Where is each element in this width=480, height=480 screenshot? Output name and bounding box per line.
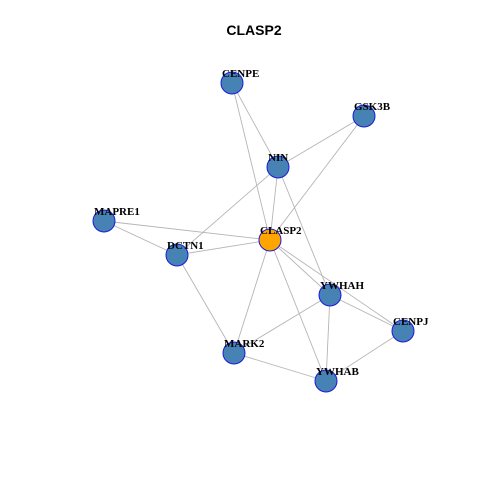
edge-dctn1-mark2	[176, 254, 235, 354]
edge-nin-ywhah	[277, 166, 331, 296]
edge-mapre1-dctn1	[103, 220, 178, 256]
edge-mapre1-clasp2	[103, 220, 271, 241]
node-label-clasp2: CLASP2	[260, 225, 302, 237]
edge-clasp2-ywhab	[269, 239, 327, 382]
node-mark2	[222, 341, 246, 365]
node-label-gsk3b: GSK3B	[354, 101, 391, 113]
node-clasp2	[258, 228, 282, 252]
node-layer	[92, 71, 415, 393]
node-mapre1	[92, 209, 116, 233]
edge-dctn1-clasp2	[176, 239, 271, 256]
edge-nin-clasp2	[269, 166, 279, 241]
node-label-cenpj: CENPJ	[393, 316, 429, 328]
edge-cenpj-ywhab	[325, 330, 404, 382]
node-dctn1	[165, 243, 189, 267]
edge-gsk3b-clasp2	[269, 115, 365, 241]
edge-mark2-ywhab	[233, 352, 327, 382]
edge-layer	[103, 82, 404, 382]
node-cenpj	[391, 319, 415, 343]
edge-gsk3b-nin	[277, 115, 365, 168]
node-label-mapre1: MAPRE1	[94, 206, 140, 218]
edge-clasp2-ywhah	[269, 239, 331, 296]
node-label-nin: NIN	[268, 152, 288, 164]
edge-cenpe-clasp2	[231, 82, 271, 241]
edge-clasp2-mark2	[233, 239, 271, 354]
node-gsk3b	[352, 104, 376, 128]
node-label-mark2: MARK2	[224, 338, 265, 350]
node-ywhah	[318, 283, 342, 307]
diagram-title: CLASP2	[226, 22, 281, 38]
edge-ywhah-mark2	[233, 294, 331, 354]
node-ywhab	[314, 369, 338, 393]
node-label-dctn1: DCTN1	[167, 240, 204, 252]
edge-ywhah-ywhab	[325, 294, 331, 382]
node-cenpe	[220, 71, 244, 95]
node-label-ywhab: YWHAB	[316, 366, 359, 378]
edge-cenpe-nin	[231, 82, 279, 168]
node-label-ywhah: YWHAH	[320, 280, 364, 292]
edge-clasp2-cenpj	[269, 239, 404, 332]
node-nin	[266, 155, 290, 179]
edge-ywhah-cenpj	[329, 294, 404, 332]
edge-nin-dctn1	[176, 166, 279, 256]
node-label-cenpe: CENPE	[222, 68, 259, 80]
